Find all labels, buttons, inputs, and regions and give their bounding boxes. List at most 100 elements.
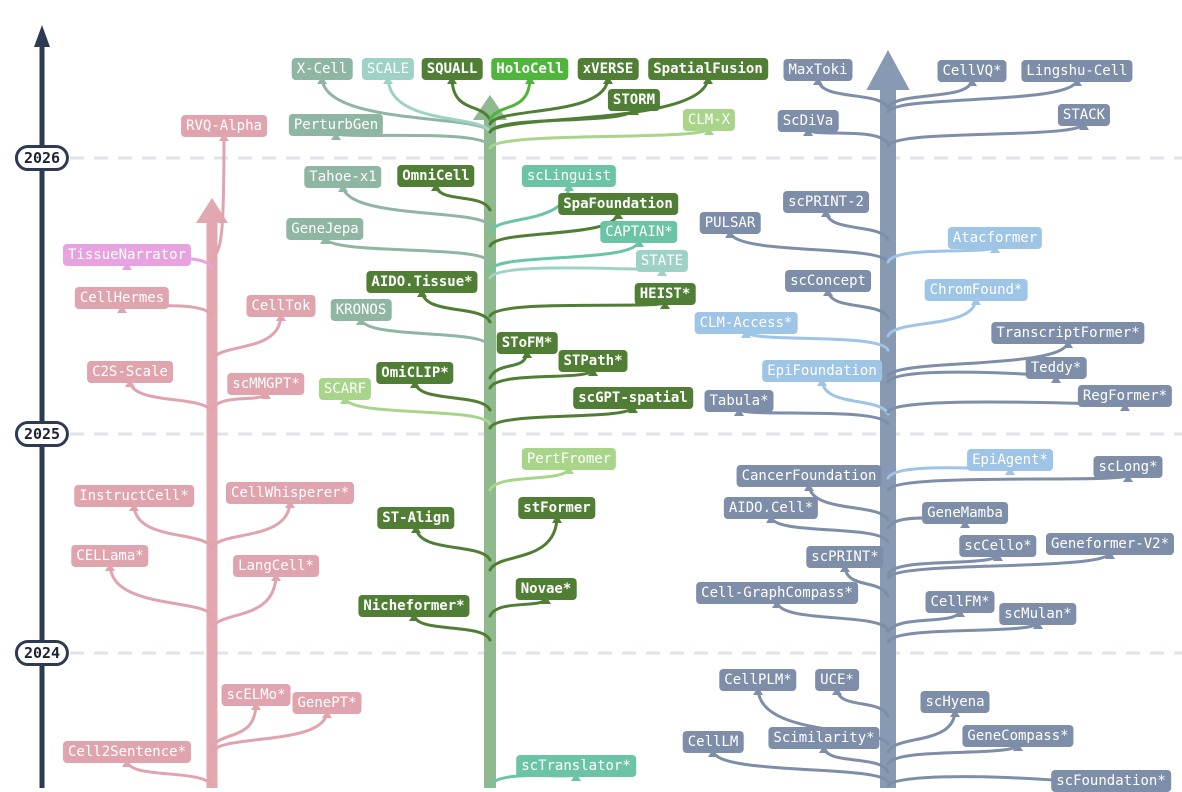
- model-node-scfoundation[interactable]: scFoundation*: [1051, 770, 1171, 792]
- model-node-cellwhisperer[interactable]: CellWhisperer*: [225, 482, 355, 504]
- model-node-celltok[interactable]: CellTok: [246, 295, 316, 317]
- model-node-scmulan[interactable]: scMulan*: [999, 603, 1077, 625]
- model-node-genejepa[interactable]: GeneJepa: [286, 218, 364, 240]
- model-node-holocell[interactable]: HoloCell: [491, 58, 569, 80]
- model-node-cellfm[interactable]: CellFM*: [925, 591, 995, 613]
- model-node-stofm[interactable]: SToFM*: [496, 332, 558, 354]
- model-node-captain[interactable]: CAPTAIN*: [600, 221, 678, 243]
- model-node-epifoundation[interactable]: EpiFoundation: [762, 360, 882, 382]
- branch-clm-access: [744, 329, 890, 352]
- branch-arrow-geneformer-v2: [1105, 551, 1115, 559]
- model-node-regformer[interactable]: RegFormer*: [1077, 385, 1173, 407]
- branch-arrow-st-align: [411, 525, 421, 533]
- model-node-epiagent[interactable]: EpiAgent*: [967, 449, 1053, 471]
- model-node-genemamba[interactable]: GeneMamba: [922, 502, 1008, 524]
- model-node-stformer[interactable]: stFormer: [518, 497, 596, 519]
- branch-st-align: [414, 524, 492, 562]
- model-node-scmmgpt[interactable]: scMMGPT*: [227, 373, 305, 395]
- model-node-c2s-scale[interactable]: C2S-Scale: [87, 361, 173, 383]
- model-node-sclinguist[interactable]: scLinguist: [521, 165, 617, 187]
- model-node-squall[interactable]: SQUALL: [421, 58, 483, 80]
- branch-schyena: [886, 708, 957, 754]
- model-node-tissuenarrator[interactable]: TissueNarrator: [62, 244, 192, 266]
- model-node-sccello[interactable]: scCello*: [959, 535, 1037, 557]
- model-node-genecompass[interactable]: GeneCompass*: [962, 725, 1074, 747]
- branch-instructcell: [132, 502, 214, 550]
- model-node-novae[interactable]: Novae*: [515, 578, 577, 600]
- model-node-cellama[interactable]: CELLama*: [71, 545, 149, 567]
- model-node-clm-access[interactable]: CLM-Access*: [694, 312, 798, 334]
- model-node-genept[interactable]: GenePT*: [292, 692, 362, 714]
- model-node-rvq-alpha[interactable]: RVQ-Alpha: [181, 115, 267, 137]
- branch-arrow-xverse: [603, 76, 613, 84]
- model-node-spatialfusion[interactable]: SpatialFusion: [648, 58, 768, 80]
- branch-arrow-celllm: [708, 749, 718, 757]
- model-node-uce[interactable]: UCE*: [815, 669, 859, 691]
- model-node-storm[interactable]: STORM: [607, 89, 661, 111]
- model-node-lingshu-cell[interactable]: Lingshu-Cell: [1021, 60, 1133, 82]
- branch-arrow-holocell: [525, 76, 535, 84]
- model-node-spafoundation[interactable]: SpaFoundation: [558, 193, 678, 215]
- model-node-scdiva[interactable]: ScDiVa: [777, 110, 839, 132]
- model-node-aido-cell[interactable]: AIDO.Cell*: [723, 497, 819, 519]
- model-node-cancerfoundation[interactable]: CancerFoundation: [736, 465, 882, 487]
- model-node-chromfound[interactable]: ChromFound*: [924, 279, 1028, 301]
- branch-holocell: [488, 75, 532, 122]
- model-node-state[interactable]: STATE: [635, 250, 689, 272]
- model-node-scconcept[interactable]: scConcept: [785, 270, 871, 292]
- model-node-celllm[interactable]: CellLM: [682, 731, 744, 753]
- model-node-aido-tissue[interactable]: AIDO.Tissue*: [366, 271, 478, 293]
- model-node-scale[interactable]: SCALE: [361, 58, 415, 80]
- branch-langcell: [210, 572, 278, 630]
- branch-genejepa: [323, 235, 492, 264]
- model-node-omiclip[interactable]: OmiCLIP*: [376, 362, 454, 384]
- model-node-cellhermes[interactable]: CellHermes: [74, 287, 170, 309]
- model-node-transcriptformer[interactable]: TranscriptFormer*: [991, 322, 1145, 344]
- model-node-stack[interactable]: STACK: [1057, 104, 1111, 126]
- model-node-atacformer[interactable]: Atacformer: [947, 227, 1043, 249]
- model-node-geneformer-v2[interactable]: Geneformer-V2*: [1045, 533, 1175, 555]
- model-node-tabula[interactable]: Tabula*: [704, 390, 774, 412]
- branch-arrow-langcell: [271, 573, 281, 581]
- model-node-x-cell[interactable]: X-Cell: [291, 58, 353, 80]
- model-node-clm-x[interactable]: CLM-X: [682, 109, 736, 131]
- year-badge-2024: 2024: [14, 640, 70, 666]
- branch-arrow-nicheformer: [409, 613, 419, 621]
- branch-arrow-celltok: [276, 313, 286, 321]
- model-node-cell2sentence[interactable]: Cell2Sentence*: [62, 741, 192, 763]
- model-node-st-align[interactable]: ST-Align: [377, 507, 455, 529]
- model-node-scgpt-spatial[interactable]: scGPT-spatial: [573, 387, 693, 409]
- model-node-pulsar[interactable]: PULSAR: [699, 212, 761, 234]
- branch-cancerfoundation: [807, 482, 890, 522]
- model-node-pertfromer[interactable]: PertFromer: [521, 448, 617, 470]
- model-node-xverse[interactable]: xVERSE: [577, 58, 639, 80]
- branch-arrow-aido-tissue: [417, 289, 427, 297]
- model-node-langcell[interactable]: LangCell*: [233, 555, 319, 577]
- model-node-omnicell[interactable]: OmniCell: [397, 165, 475, 187]
- branch-arrow-clm-access: [741, 330, 751, 338]
- branch-arrow-stack: [1079, 122, 1089, 130]
- branch-arrow-aido-cell: [766, 515, 776, 523]
- model-node-stpath[interactable]: STPath*: [558, 350, 628, 372]
- model-node-perturbgen[interactable]: PerturbGen: [288, 114, 384, 136]
- model-node-nicheformer[interactable]: Nicheformer*: [358, 595, 470, 617]
- model-node-scarf[interactable]: SCARF: [318, 378, 372, 400]
- model-node-maxtoki[interactable]: MaxToki: [783, 59, 853, 81]
- model-node-instructcell[interactable]: InstructCell*: [74, 485, 194, 507]
- model-node-cellvq[interactable]: CellVQ*: [937, 60, 1007, 82]
- model-node-scprint-2[interactable]: scPRINT-2: [783, 191, 869, 213]
- branch-genept: [210, 709, 329, 754]
- model-node-sctranslator[interactable]: scTranslator*: [516, 755, 636, 777]
- model-node-sclong[interactable]: scLong*: [1093, 456, 1163, 478]
- model-node-heist[interactable]: HEIST*: [634, 283, 696, 305]
- branch-arrow-cancerfoundation: [804, 483, 814, 491]
- model-node-scelmo[interactable]: scELMo*: [221, 684, 291, 706]
- model-node-kronos[interactable]: KRONOS: [330, 299, 392, 321]
- model-node-scimilarity[interactable]: Scimilarity*: [768, 727, 880, 749]
- model-node-tahoe-x1[interactable]: Tahoe-x1: [304, 166, 382, 188]
- model-node-schyena[interactable]: scHyena: [920, 691, 990, 713]
- model-node-cellplm[interactable]: CellPLM*: [719, 669, 797, 691]
- model-node-teddy[interactable]: Teddy*: [1025, 357, 1087, 379]
- model-node-cell-graphcompass[interactable]: Cell-GraphCompass*: [696, 582, 858, 604]
- model-node-scprint[interactable]: scPRINT*: [806, 546, 884, 568]
